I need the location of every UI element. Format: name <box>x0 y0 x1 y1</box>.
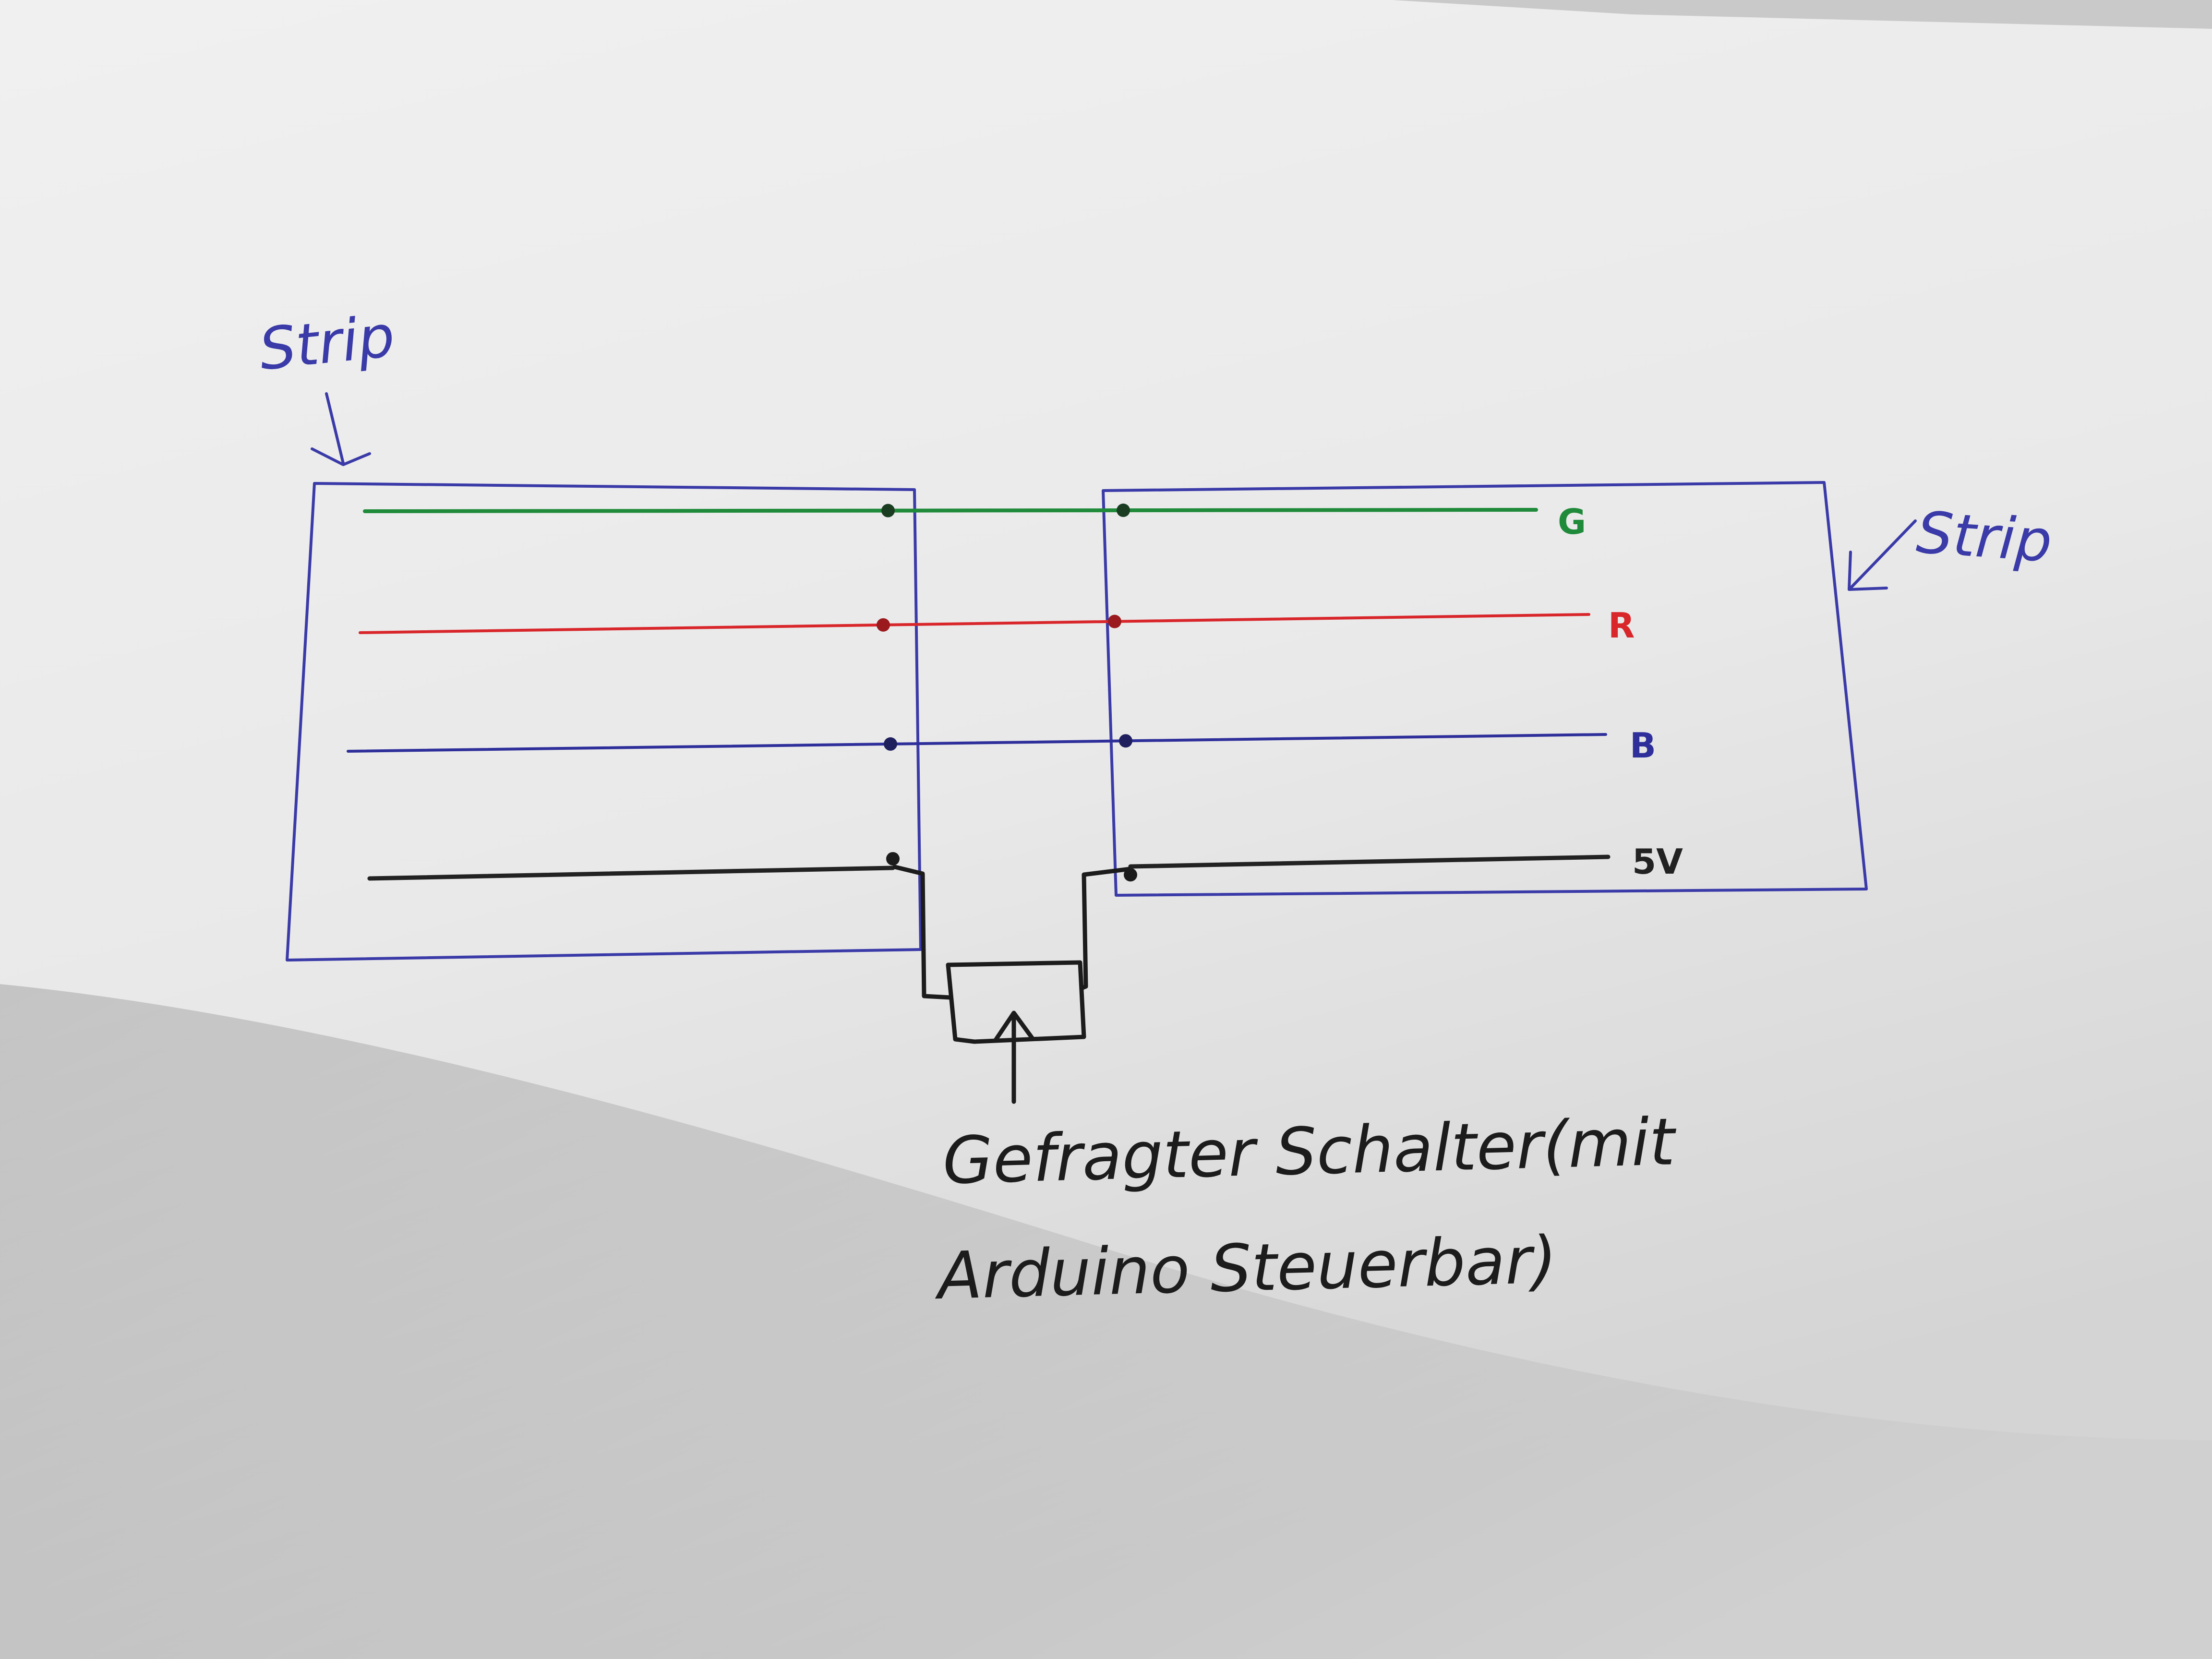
wire-label-r: R <box>1608 605 1635 646</box>
junction-dot-b <box>1119 734 1132 748</box>
switch-lead-left <box>892 864 951 1000</box>
junction-dot-r <box>1108 614 1121 628</box>
switch-box <box>946 960 1086 1044</box>
wire-label-b: B <box>1630 725 1656 766</box>
wire-g <box>363 508 1538 513</box>
strip-arrow-left <box>311 392 371 466</box>
wire-label-g: G <box>1558 502 1586 542</box>
hand-shadow <box>0 984 2212 1659</box>
wire-5v <box>367 866 895 881</box>
junction-dot-g <box>1117 504 1130 517</box>
junction-dot-r <box>877 618 890 632</box>
right-strip-outline <box>1102 481 1868 897</box>
wire-group: G R B 5V <box>347 502 1683 882</box>
wire-r <box>359 613 1590 634</box>
left-strip-outline <box>286 482 922 962</box>
wire-label-5v: 5V <box>1632 842 1683 882</box>
desk-edge <box>1392 0 2212 29</box>
switch-arrow <box>994 1010 1034 1104</box>
strip-label-left: Strip <box>256 303 398 384</box>
wire-b <box>347 733 1607 753</box>
wire-5v-right <box>1128 854 1611 869</box>
strip-label-right: Strip <box>1914 499 2054 575</box>
junction-dot-5v <box>886 852 900 866</box>
junction-dot-b <box>884 737 897 751</box>
switch-caption-line2: Arduino Steuerbar) <box>933 1222 1558 1314</box>
strip-arrow-right <box>1848 519 1917 591</box>
junction-dot-g <box>881 504 895 517</box>
